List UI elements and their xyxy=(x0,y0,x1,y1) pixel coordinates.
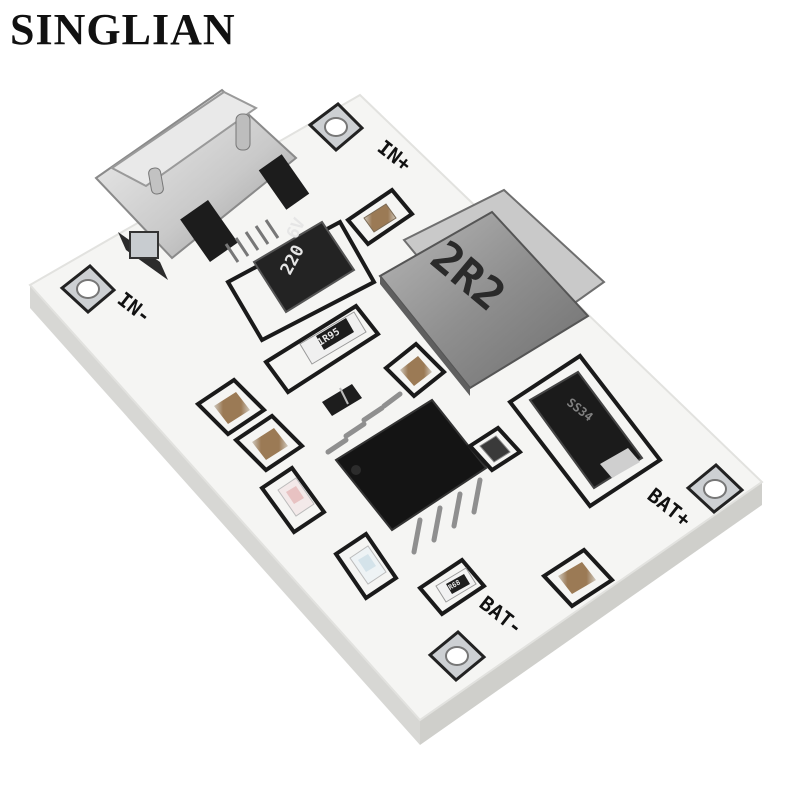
mounting-hole-bat-minus xyxy=(427,629,487,683)
mounting-hole-in-plus xyxy=(307,102,365,153)
led-red xyxy=(259,465,327,535)
capacitor-c3 xyxy=(194,377,268,437)
brand-logo-text: SINGLIAN xyxy=(10,5,236,54)
capacitor-c4 xyxy=(232,413,306,473)
small-component xyxy=(466,425,524,473)
capacitor-c2 xyxy=(383,341,447,399)
power-inductor: 2R2 xyxy=(378,188,606,396)
schottky-diode: SS34 xyxy=(507,353,663,509)
micro-usb-connector xyxy=(94,88,310,280)
mounting-hole-bat-plus xyxy=(685,462,745,514)
led-blue xyxy=(333,531,399,601)
resistor-r2: R68 xyxy=(417,557,487,617)
capacitor-c1 xyxy=(345,187,415,247)
small-diode xyxy=(322,384,362,416)
capacitor-c5 xyxy=(540,547,616,609)
resistor-r1: 1R95 xyxy=(263,303,381,395)
mounting-hole-in-minus xyxy=(59,263,117,315)
sop8-ic xyxy=(325,391,488,555)
tantalum-capacitor: 220 6V xyxy=(225,215,377,343)
